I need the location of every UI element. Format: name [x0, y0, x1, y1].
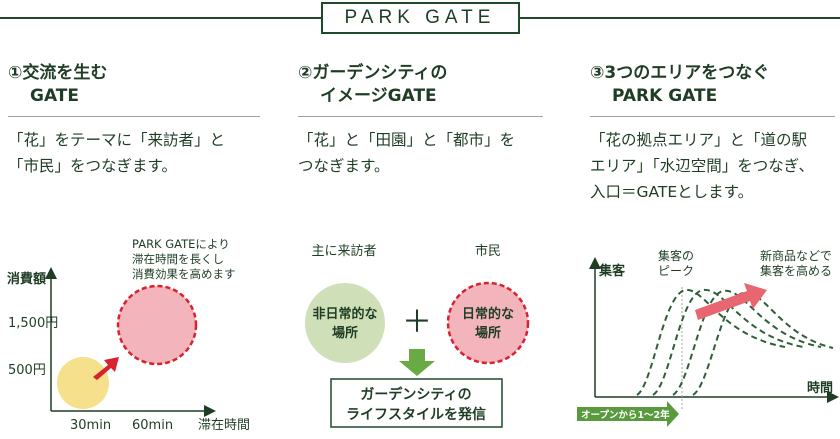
- annotation-line1: PARK GATEにより: [132, 237, 230, 251]
- banner-title: PARK GATE: [320, 2, 520, 34]
- curve-2: [652, 288, 804, 396]
- left-circle-line1: 非日常的な: [312, 306, 377, 322]
- section-3-heading: ③3つのエリアをつなぐ PARK GATE: [590, 62, 835, 108]
- period-label: オープンから1～2年: [581, 409, 670, 421]
- result-box: [330, 378, 503, 428]
- section-1-body-line1: 「花」をテーマに「来訪者」と: [8, 131, 226, 149]
- section-2-body-line1: 「花」と「田園」と「都市」を: [298, 131, 516, 149]
- x-axis-label: 滞在時間: [198, 418, 250, 433]
- curve-4: [692, 291, 834, 396]
- section-3-body-line3: 入口＝GATEとします。: [590, 183, 754, 201]
- left-circle: [305, 283, 385, 363]
- section-2-body-line2: つなぎます。: [298, 157, 390, 175]
- y-tick-1500: 1,500円: [8, 316, 58, 331]
- section-3-body: 「花の拠点エリア」と「道の駅 エリア」「水辺空間」をつなぎ、 入口＝GATEとし…: [590, 127, 835, 205]
- y-axis-label: 集客: [598, 263, 626, 279]
- section-3: ③3つのエリアをつなぐ PARK GATE 「花の拠点エリア」と「道の駅 エリア…: [590, 62, 835, 205]
- section-2-number: ②: [298, 63, 313, 83]
- left-circle-line2: 場所: [332, 325, 358, 341]
- section-2-heading: ②ガーデンシティの イメージGATE: [298, 62, 543, 108]
- trend-label-line1: 新商品などで: [760, 248, 832, 263]
- left-caption: 主に来訪者: [311, 243, 376, 259]
- right-circle: [446, 281, 530, 365]
- peak-label-line1: 集客の: [658, 248, 694, 263]
- large-circle: [116, 284, 198, 366]
- section-3-divider: [590, 116, 835, 117]
- section-1-heading-line2: GATE: [30, 86, 79, 106]
- plus-sign: ＋: [402, 305, 432, 340]
- diagram-visitor-curves: 集客 時間 集客の ピーク 新商品などで 集客を高める オープンから1～2年: [577, 248, 839, 427]
- section-1-body: 「花」をテーマに「来訪者」と 「市民」をつなぎます。: [8, 127, 260, 179]
- diagram-consumption-stay: 消費額 1,500円 500円 30min 60min 滞在時間 PARK GA…: [7, 237, 250, 433]
- section-1: ①交流を生む GATE 「花」をテーマに「来訪者」と 「市民」をつなぎます。: [8, 62, 260, 179]
- x-tick-30min: 30min: [70, 418, 111, 433]
- x-axis-label: 時間: [807, 380, 833, 396]
- peak-label-line2: ピーク: [658, 264, 694, 278]
- y-tick-500: 500円: [8, 363, 46, 378]
- section-3-heading-line1: 3つのエリアをつなぐ: [604, 63, 770, 83]
- section-1-heading-line1: 交流を生む: [22, 63, 108, 83]
- annotation-line2: 滞在時間を長くし: [132, 252, 224, 266]
- down-arrow: [399, 349, 435, 376]
- x-tick-60min: 60min: [132, 418, 173, 433]
- section-3-body-line1: 「花の拠点エリア」と「道の駅: [590, 131, 808, 149]
- result-line1: ガーデンシティの: [360, 386, 471, 403]
- section-2-heading-line1: ガーデンシティの: [312, 63, 448, 83]
- section-3-heading-line2: PARK GATE: [612, 86, 718, 106]
- right-circle-line2: 場所: [475, 325, 501, 341]
- growth-arrow: [93, 357, 119, 380]
- diagram-garden-city: 主に来訪者 市民 非日常的な 場所 ＋ 日常的な 場所 ガーデンシティの ライフ…: [305, 243, 530, 428]
- curve-1: [636, 288, 786, 396]
- section-2-heading-line2: イメージGATE: [320, 86, 437, 106]
- small-circle: [57, 357, 109, 409]
- result-line2: ライフスタイルを発信: [346, 406, 486, 423]
- section-2-body: 「花」と「田園」と「都市」を つなぎます。: [298, 127, 543, 179]
- visitor-curves: [636, 288, 834, 396]
- section-3-body-line2: エリア」「水辺空間」をつなぎ、: [590, 157, 814, 175]
- section-3-number: ③: [590, 63, 605, 83]
- section-1-divider: [8, 116, 260, 117]
- curve-3: [672, 289, 822, 396]
- annotation-line3: 消費効果を高めます: [132, 267, 236, 281]
- period-arrow: [577, 401, 679, 427]
- section-1-number: ①: [8, 63, 23, 83]
- right-circle-line1: 日常的な: [462, 306, 514, 322]
- y-axis-label: 消費額: [7, 271, 46, 287]
- trend-label-line2: 集客を高める: [760, 263, 832, 278]
- section-1-body-line2: 「市民」をつなぎます。: [8, 157, 177, 175]
- header-banner: PARK GATE: [0, 0, 840, 36]
- trend-arrow: [695, 283, 767, 320]
- section-2-divider: [298, 116, 543, 117]
- section-1-heading: ①交流を生む GATE: [8, 62, 260, 108]
- section-2: ②ガーデンシティの イメージGATE 「花」と「田園」と「都市」を つなぎます。: [298, 62, 543, 179]
- right-caption: 市民: [475, 243, 501, 259]
